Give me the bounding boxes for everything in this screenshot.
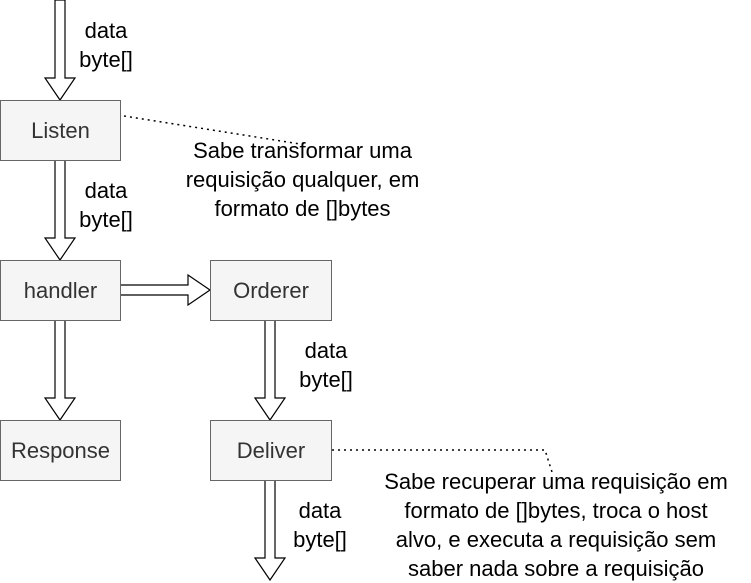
node-response[interactable]: Response (0, 420, 121, 481)
arrow-listen-to-handler (43, 159, 77, 262)
node-orderer-label: Orderer (233, 277, 309, 303)
edge-label-orderer-deliver: data byte[] (299, 338, 353, 392)
node-listen-label: Listen (31, 117, 90, 143)
node-deliver[interactable]: Deliver (210, 420, 332, 481)
node-handler[interactable]: handler (0, 260, 121, 321)
arrow-handler-to-orderer (119, 273, 212, 307)
edge-label-deliver-out: data byte[] (293, 498, 347, 552)
edge-label-top: data byte[] (79, 18, 133, 72)
arrow-into-listen (43, 0, 77, 102)
arrow-handler-to-response (43, 319, 77, 422)
deliver-note-connector (332, 449, 553, 473)
node-listen[interactable]: Listen (0, 100, 121, 161)
edge-label-listen-handler: data byte[] (79, 178, 133, 232)
deliver-note: Sabe recuperar uma requisição em formato… (384, 469, 728, 581)
node-orderer[interactable]: Orderer (210, 260, 332, 321)
node-response-label: Response (10, 437, 111, 463)
node-handler-label: handler (23, 277, 98, 303)
arrow-orderer-to-deliver (253, 319, 287, 422)
arrow-deliver-out (253, 479, 287, 582)
node-deliver-label: Deliver (236, 437, 306, 463)
listen-note: Sabe transformar uma requisição qualquer… (185, 138, 420, 221)
